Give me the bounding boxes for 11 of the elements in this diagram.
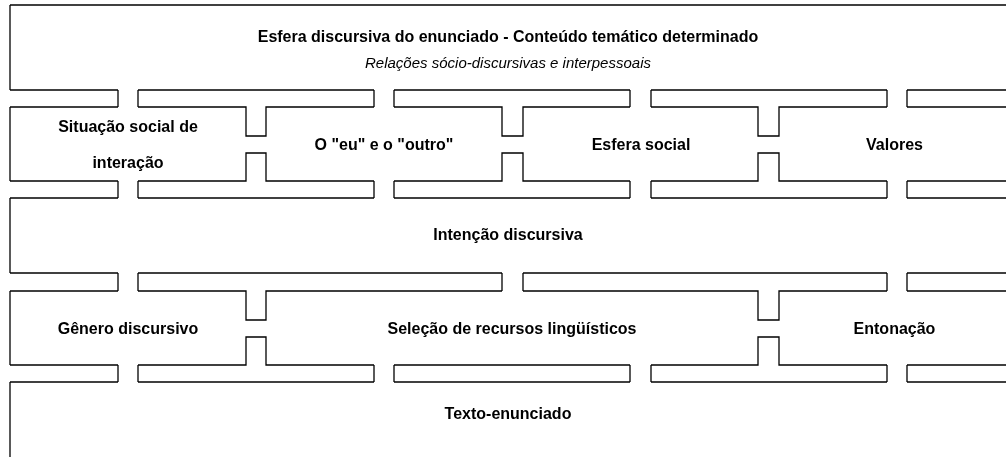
box-label: Seleção de recursos lingüísticos (387, 320, 637, 338)
box-label: Entonação (853, 320, 936, 338)
box-label: Situação social de interação (57, 117, 199, 173)
band-title: Texto-enunciado (444, 405, 572, 423)
band-subtitle: Relações sócio-discursivas e interpessoais (365, 53, 651, 71)
band-title: Esfera discursiva do enunciado - Conteúdo temático determinado (257, 27, 759, 46)
box-label: Valores (866, 136, 923, 154)
box-label: Esfera social (591, 136, 691, 154)
box-label: Gênero discursivo (57, 320, 199, 338)
box-label: O "eu" e o "outro" (314, 136, 454, 154)
band-title: Intenção discursiva (433, 226, 583, 244)
